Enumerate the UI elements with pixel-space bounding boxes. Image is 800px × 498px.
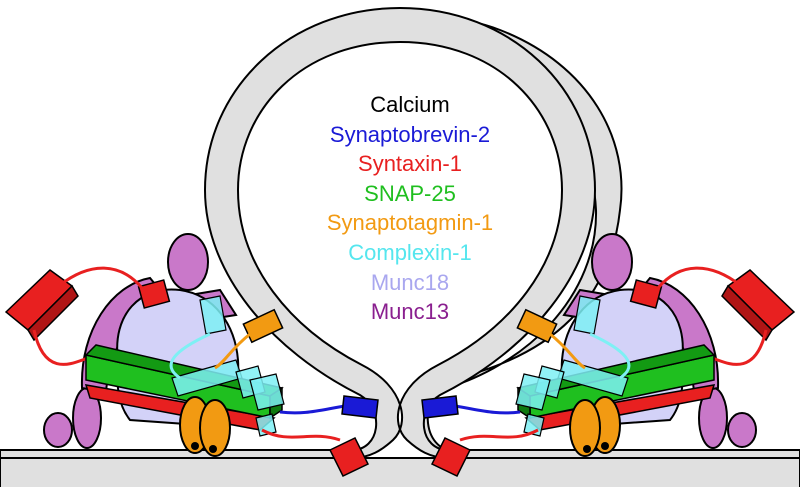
complexin-right [515, 295, 629, 437]
synaptobrevin-linker-right [454, 404, 521, 415]
syntaxin-habc-right [629, 269, 796, 342]
synaptotagmin-c2-left [179, 396, 231, 457]
membrane-bilayer [0, 6, 800, 498]
legend-calcium: Calcium [370, 92, 450, 117]
legend-munc18: Munc18 [370, 269, 450, 295]
legend-syntaxin-1: Syntaxin-1 [358, 151, 462, 177]
syntaxin-tm-left [328, 437, 370, 477]
legend-snap-25: SNAP-25 [364, 180, 456, 206]
right-fusion-complex [421, 233, 796, 477]
synaptobrevin-tm-right [421, 395, 459, 419]
protein-legend: Calcium Synaptobrevin-2 Syntaxin-1 SNAP-… [300, 90, 520, 327]
legend-complexin-1: Complexin-1 [348, 239, 472, 265]
legend-munc13: Munc13 [370, 299, 450, 325]
synaptobrevin-tm-left [341, 395, 379, 419]
calcium-left [191, 442, 217, 453]
synaptotagmin-tm-left [242, 308, 284, 344]
syntaxin-habc-left [4, 269, 171, 342]
synaptotagmin-tm-right [516, 308, 558, 344]
syntaxin-linker-left [32, 329, 89, 366]
legend-synaptotagmin-1: Synaptotagmin-1 [326, 210, 494, 236]
syntaxin-nterm-right [656, 266, 741, 289]
syntaxin-tm-right [430, 437, 472, 477]
legend-synaptobrevin-2: Synaptobrevin-2 [329, 121, 491, 147]
synaptotagmin-linker-right [549, 332, 586, 370]
complexin-linker-left [169, 332, 211, 380]
left-fusion-complex [4, 233, 379, 477]
syntaxin-linker-tm-right [459, 428, 539, 442]
calcium-right [583, 442, 609, 453]
complexin-left [171, 295, 285, 437]
synaptotagmin-linker-left [214, 332, 251, 370]
syntaxin-linker-right [711, 329, 768, 366]
synaptobrevin-linker-left [279, 404, 346, 415]
synaptotagmin-c2-right [569, 396, 621, 457]
complexin-linker-right [589, 332, 631, 380]
syntaxin-linker-tm-left [261, 428, 341, 442]
syntaxin-nterm-left [59, 266, 144, 289]
